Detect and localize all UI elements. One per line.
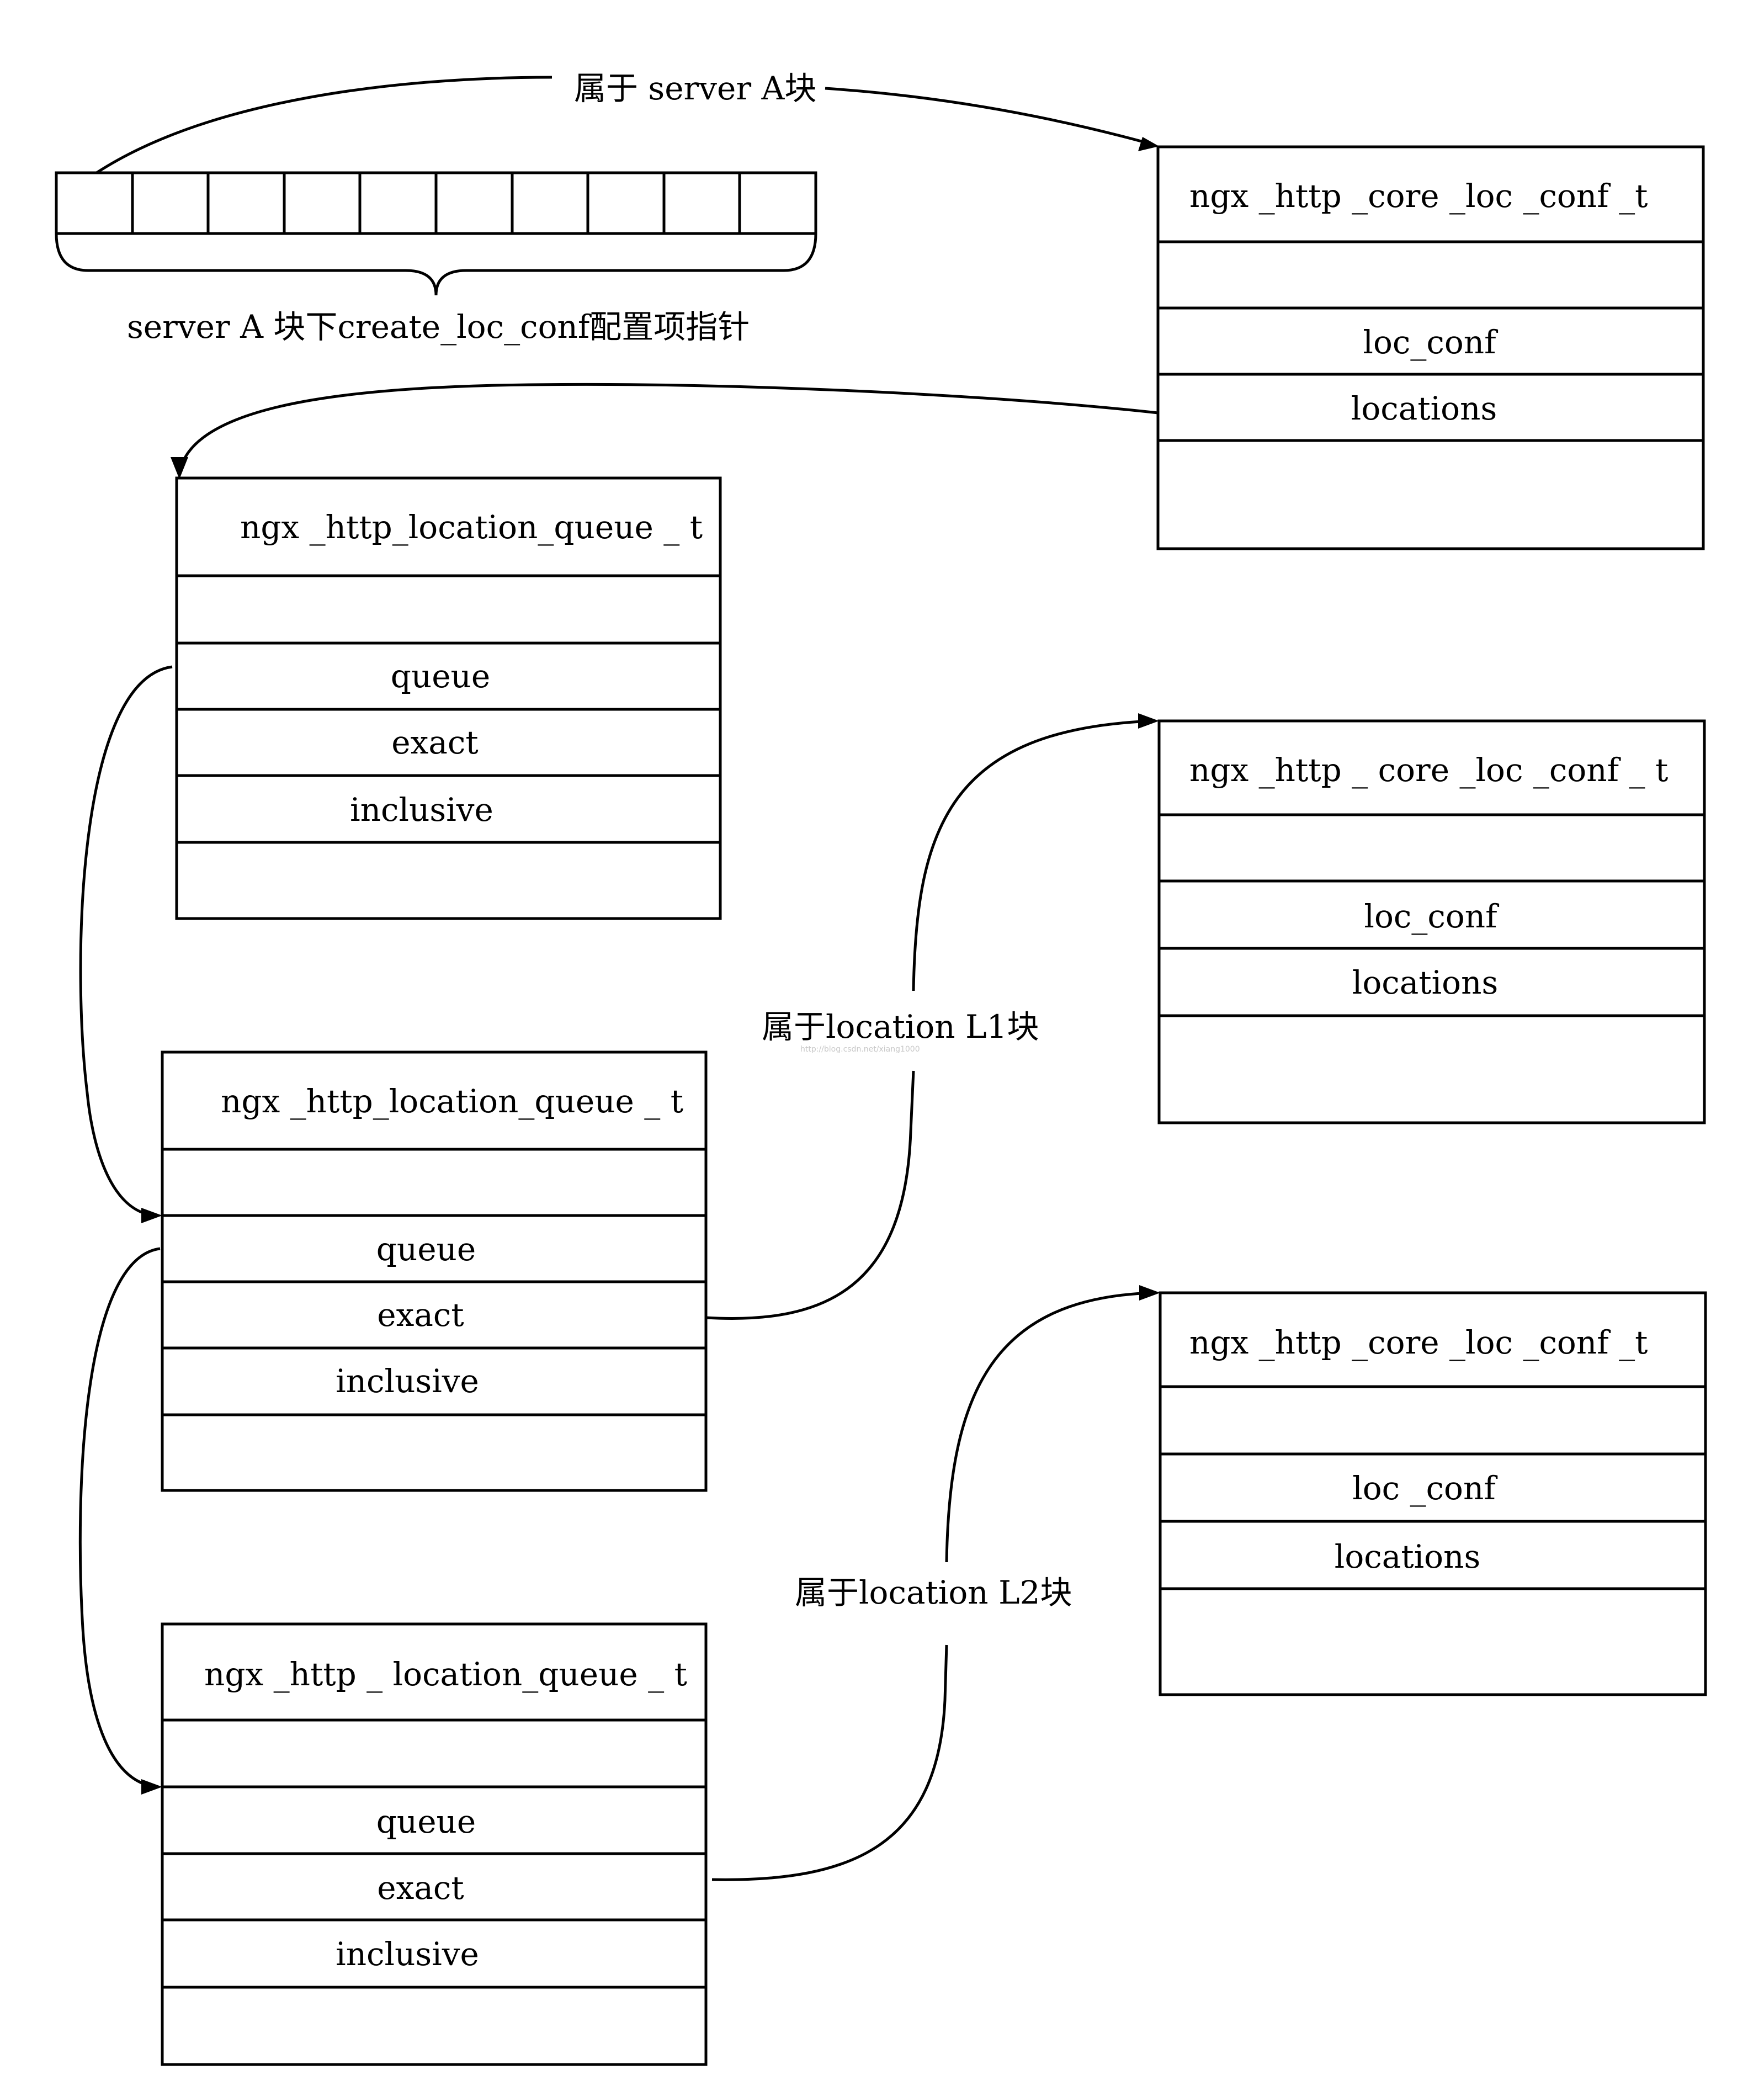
server-a-belongs-label: 属于 server A块 (574, 70, 816, 107)
arrowhead-icon (1138, 713, 1159, 729)
queue-field: queue (376, 1803, 476, 1840)
location-queue-title: ngx _http_location_queue _ t (221, 1082, 683, 1120)
exact-field: exact (377, 1296, 464, 1334)
exact-field: exact (391, 724, 478, 761)
location-queue-box-2: ngx _http_location_queue _ t queue exact… (161, 1050, 708, 1492)
loc-conf-field: loc _conf (1352, 1469, 1497, 1507)
queue-link-arrow-2 (78, 1247, 161, 1789)
pointer-array-brace (55, 233, 817, 296)
arrowhead-icon (171, 457, 188, 479)
core-loc-conf-box-3: ngx _http _core _loc _conf _t loc _conf … (1159, 1291, 1707, 1696)
core-loc-conf-title: ngx _http _core _loc _conf _t (1189, 177, 1648, 215)
arrowhead-icon (1139, 1285, 1160, 1301)
queue-link-arrow-1 (79, 665, 173, 1217)
queue-field: queue (391, 657, 491, 695)
server-a-arrow-tail (825, 87, 1154, 146)
inclusive-field: inclusive (336, 1362, 479, 1400)
arrowhead-icon (141, 1779, 162, 1795)
loc-conf-field: loc_conf (1364, 898, 1499, 935)
locations-field: locations (1351, 390, 1497, 427)
create-loc-conf-pointer-array (55, 171, 817, 235)
location-queue-box-3: ngx _http _ location_queue _ t queue exa… (161, 1622, 708, 2066)
core-loc-conf-box-1: ngx _http _core _loc _conf _t loc_conf l… (1156, 145, 1705, 550)
core-loc-conf-title: ngx _http _core _loc _conf _t (1189, 1324, 1648, 1361)
watermark: http://blog.csdn.net/xiang1000 (800, 1045, 920, 1054)
location-l2-arrow (711, 1644, 948, 1881)
location-l2-belongs-label: 属于location L2块 (795, 1574, 1072, 1611)
arrowhead-icon (1138, 137, 1159, 151)
arrowhead-icon (141, 1208, 162, 1223)
location-queue-title: ngx _http _ location_queue _ t (204, 1655, 687, 1693)
location-queue-title: ngx _http_location_queue _ t (240, 508, 703, 546)
inclusive-field: inclusive (336, 1935, 479, 1973)
locations-pointer-arrow (178, 383, 1159, 475)
location-l1-belongs-label: 属于location L1块 (762, 1008, 1039, 1046)
location-l1-arrow-top (912, 719, 1154, 991)
exact-field: exact (377, 1869, 464, 1907)
locations-field: locations (1352, 964, 1498, 1001)
location-l2-arrow-top (945, 1291, 1155, 1563)
queue-field: queue (376, 1230, 476, 1268)
core-loc-conf-title: ngx _http _ core _loc _conf _ t (1189, 751, 1668, 789)
locations-field: locations (1335, 1538, 1480, 1575)
loc-conf-field: loc_conf (1363, 323, 1498, 361)
location-l1-arrow (705, 1070, 915, 1320)
core-loc-conf-box-2: ngx _http _ core _loc _conf _ t loc_conf… (1157, 719, 1706, 1124)
server-a-pointers-label: server A 块下create_loc_conf配置项指针 (127, 308, 750, 346)
server-a-arrow (95, 76, 552, 174)
inclusive-field: inclusive (350, 791, 493, 829)
location-queue-box-1: ngx _http_location_queue _ t queue exact… (175, 476, 722, 920)
